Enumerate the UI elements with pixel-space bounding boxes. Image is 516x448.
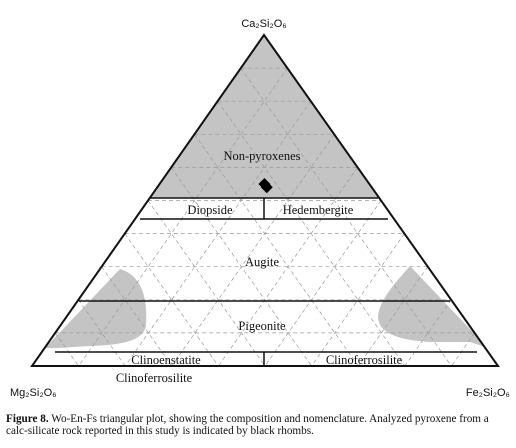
- field-label-clinoenstatite: Clinoenstatite: [131, 353, 201, 367]
- grid-line-fs: [171, 134, 335, 366]
- non-pyroxenes-region: [150, 35, 378, 198]
- field-label-clinoferrosilite-below: Clinoferrosilite: [116, 371, 193, 385]
- grid-line-en: [147, 200, 266, 366]
- field-label-hedenbergite: Hedembergite: [283, 203, 354, 217]
- sample-rhomb: [260, 181, 273, 194]
- sample-points: [258, 177, 273, 194]
- grid-line-fs: [218, 167, 358, 366]
- grid-line-fs: [311, 233, 405, 366]
- right-shaded-region: [378, 266, 488, 348]
- field-label-diopside: Diopside: [187, 203, 233, 217]
- figure-caption: Figure 8. Wo-En-Fs triangular plot, show…: [6, 413, 512, 437]
- caption-figure-label: Figure 8.: [6, 413, 49, 425]
- vertex-label-right: Fe₂Si₂O₆: [466, 387, 510, 399]
- grid-line-en: [101, 266, 173, 366]
- grid-line-fs: [264, 200, 382, 366]
- field-label-non-pyroxenes: Non-pyroxenes: [223, 149, 300, 163]
- grid-line-en: [194, 134, 359, 366]
- grid-line-en: [170, 167, 312, 366]
- grid-line-fs: [357, 266, 429, 366]
- ternary-grid: [54, 67, 475, 366]
- grid-line-en: [240, 67, 452, 366]
- grid-line-fs: [78, 67, 288, 366]
- vertex-label-top: Ca₂Si₂O₆: [241, 18, 286, 30]
- field-label-pigeonite: Pigeonite: [238, 319, 286, 333]
- field-label-augite: Augite: [245, 255, 279, 269]
- vertex-label-left: Mg₂Si₂O₆: [10, 387, 57, 399]
- triangle-outline: [30, 33, 500, 367]
- grid-line-en: [124, 233, 219, 366]
- caption-text: Wo-En-Fs triangular plot, showing the co…: [6, 413, 489, 437]
- field-label-clinoferrosilite: Clinoferrosilite: [326, 353, 403, 367]
- left-shaded-region: [45, 269, 147, 348]
